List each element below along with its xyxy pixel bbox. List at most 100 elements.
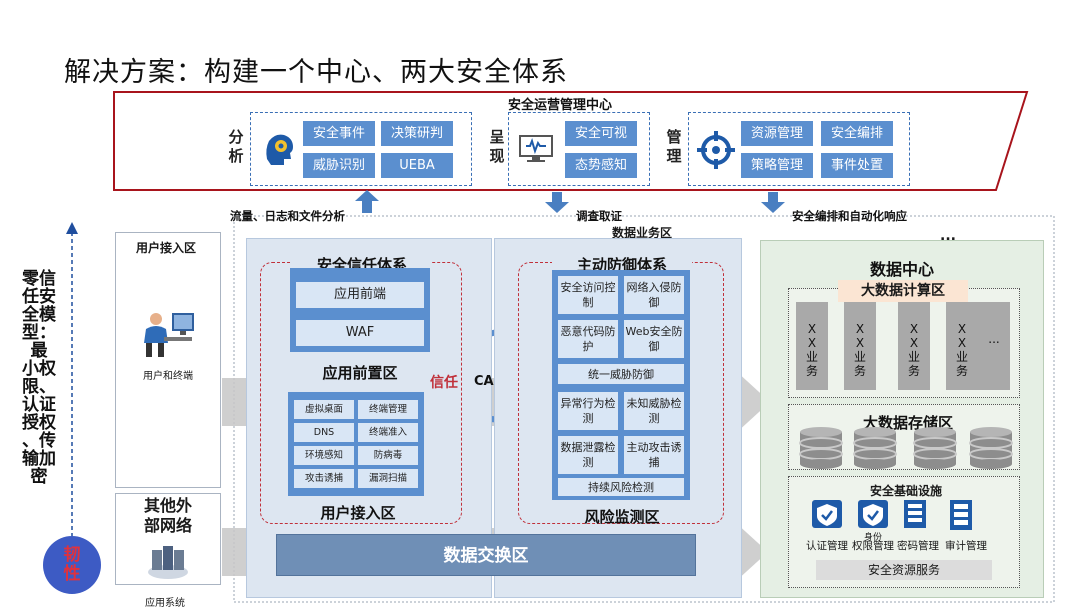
- data-zone-title: 数据业务区: [612, 226, 673, 240]
- def-malware[interactable]: 恶意代码防护: [558, 320, 618, 358]
- zero-trust-line-8: 授权: [22, 413, 56, 433]
- access-terminal-mgmt[interactable]: 终端管理: [358, 400, 418, 419]
- database-icon: [853, 427, 897, 469]
- zero-trust-line-3: 全模: [22, 305, 56, 325]
- compute-col-2: X X 业 务: [844, 302, 876, 390]
- vertical-arrow-head: [66, 222, 78, 234]
- zero-trust-line-6: 限、: [22, 377, 56, 397]
- compute-col-5: ...: [978, 302, 1010, 390]
- access-block: 虚拟桌面 终端管理 DNS 终端准入 环境感知 防病毒 攻击诱捕 漏洞扫描: [288, 392, 424, 496]
- present-group: 安全可视 态势感知: [508, 112, 650, 186]
- compute-col-3: X X 业 务: [898, 302, 930, 390]
- monitor-zone-label: 风险监测区: [584, 508, 660, 526]
- front-waf[interactable]: WAF: [296, 320, 424, 346]
- def-data-leak[interactable]: 数据泄露检测: [558, 436, 618, 474]
- flow-label-analysis: 流量、日志和文件分析: [230, 209, 345, 223]
- def-anomaly[interactable]: 异常行为检测: [558, 392, 618, 430]
- infra-permission: 权限管理: [852, 540, 894, 552]
- zero-trust-line-1: 零信: [22, 269, 56, 289]
- resilience-text: 韧性: [63, 545, 81, 584]
- def-ips[interactable]: 网络入侵防御: [624, 276, 684, 314]
- soc-item-visual[interactable]: 安全可视: [565, 121, 637, 146]
- resilience-badge: 韧性: [43, 536, 101, 594]
- zero-trust-line-11: 密: [30, 467, 48, 487]
- page-title: 解决方案：构建一个中心、两大安全体系: [64, 57, 568, 88]
- external-network-title: 其他外 部网络: [116, 496, 220, 536]
- soc-item-incident[interactable]: 事件处置: [821, 153, 893, 178]
- database-icon: [799, 427, 843, 469]
- zero-trust-line-7: 认证: [22, 395, 56, 415]
- front-zone-label: 应用前置区: [322, 364, 398, 382]
- arrow-down-icon: [761, 192, 785, 213]
- server-icon: [904, 500, 926, 528]
- infra-zone-title: 安全基础设施: [869, 484, 942, 498]
- server-icon: [950, 500, 972, 530]
- carta-trust: 信任: [430, 375, 458, 391]
- soc-item-decision[interactable]: 决策研判: [381, 121, 453, 146]
- user-zone-title: 用户接入区: [135, 241, 196, 255]
- infra-audit: 审计管理: [945, 540, 987, 552]
- def-active-trap[interactable]: 主动攻击诱捕: [624, 436, 684, 474]
- access-env-sense[interactable]: 环境感知: [294, 446, 354, 465]
- def-web-security[interactable]: Web安全防御: [624, 320, 684, 358]
- external-network-line-1: 其他外: [143, 496, 192, 515]
- security-resource-service: 安全资源服务: [816, 560, 992, 580]
- external-network-panel: 其他外 部网络: [115, 493, 221, 585]
- zero-trust-line-4: 型：最: [22, 323, 56, 361]
- database-icon: [969, 427, 1013, 469]
- front-block: 应用前端 WAF: [290, 268, 430, 352]
- soc-item-resource[interactable]: 资源管理: [741, 121, 813, 146]
- arrow-down-icon: [545, 192, 569, 213]
- analysis-group: 安全事件 决策研判 威胁识别 UEBA: [250, 112, 472, 186]
- database-icon: [913, 427, 957, 469]
- soc-title: 安全运营管理中心: [507, 98, 612, 113]
- user-zone-panel: 用户接入区 用户和终端: [115, 232, 221, 488]
- arrow-up-icon: [355, 190, 379, 213]
- compute-zone-title: 大数据计算区: [838, 280, 968, 302]
- zero-trust-line-5: 小权: [22, 359, 56, 379]
- access-zone-label: 用户接入区: [320, 504, 396, 522]
- soc-item-orchestrate[interactable]: 安全编排: [821, 121, 893, 146]
- def-access-control[interactable]: 安全访问控制: [558, 276, 618, 314]
- data-center-title: 数据中心: [869, 260, 934, 279]
- access-nac[interactable]: 终端准入: [358, 423, 418, 442]
- manage-label: 管理: [666, 128, 682, 165]
- infra-icons: [812, 500, 972, 530]
- data-exchange-zone[interactable]: 数据交换区: [276, 534, 696, 576]
- def-continuous-risk[interactable]: 持续风险检测: [558, 478, 684, 496]
- shield-check-icon: [812, 500, 842, 528]
- flow-label-forensics: 调查取证: [576, 209, 622, 223]
- manage-group: 资源管理 安全编排 策略管理 事件处置: [688, 112, 910, 186]
- soc-item-policy[interactable]: 策略管理: [741, 153, 813, 178]
- infra-crypto: 密码管理: [897, 540, 939, 552]
- def-unified-threat[interactable]: 统一威胁防御: [558, 364, 684, 384]
- zero-trust-line-10: 输加: [22, 449, 56, 469]
- present-label: 呈现: [489, 128, 505, 165]
- flow-label-soar: 安全编排和自动化响应: [792, 209, 907, 223]
- infra-identity-overlay: 身份: [863, 533, 882, 543]
- analysis-label: 分析: [228, 128, 244, 165]
- access-vdesktop[interactable]: 虚拟桌面: [294, 400, 354, 419]
- soc-item-threat-id[interactable]: 威胁识别: [303, 153, 375, 178]
- outer-dotted-region: [233, 215, 1055, 603]
- compute-col-1: X X 业 务: [796, 302, 828, 390]
- external-network-line-2: 部网络: [143, 516, 192, 535]
- front-app-frontend[interactable]: 应用前端: [296, 282, 424, 308]
- zero-trust-line-9: 、传: [22, 431, 56, 451]
- defense-block: 安全访问控制 网络入侵防御 恶意代码防护 Web安全防御 统一威胁防御 异常行为…: [552, 270, 690, 500]
- head-brain-icon: [259, 129, 299, 169]
- access-honeypot[interactable]: 攻击诱捕: [294, 469, 354, 488]
- access-vuln-scan[interactable]: 漏洞扫描: [358, 469, 418, 488]
- user-terminal-icon: [138, 309, 198, 361]
- access-antivirus[interactable]: 防病毒: [358, 446, 418, 465]
- access-dns[interactable]: DNS: [294, 423, 354, 442]
- defense-system-title: 主动防御体系: [552, 254, 692, 275]
- soc-item-ueba[interactable]: UEBA: [381, 153, 453, 178]
- zero-trust-text: 零信 任安 全模 型：最 小权 限、 认证 授权 、传 输加 密: [14, 270, 64, 486]
- app-system-caption: 应用系统: [145, 598, 185, 609]
- monitor-icon: [517, 133, 555, 165]
- soc-item-situation[interactable]: 态势感知: [565, 153, 637, 178]
- def-unknown-threat[interactable]: 未知威胁检测: [624, 392, 684, 430]
- soc-item-security-event[interactable]: 安全事件: [303, 121, 375, 146]
- shield-check-icon: [858, 500, 888, 528]
